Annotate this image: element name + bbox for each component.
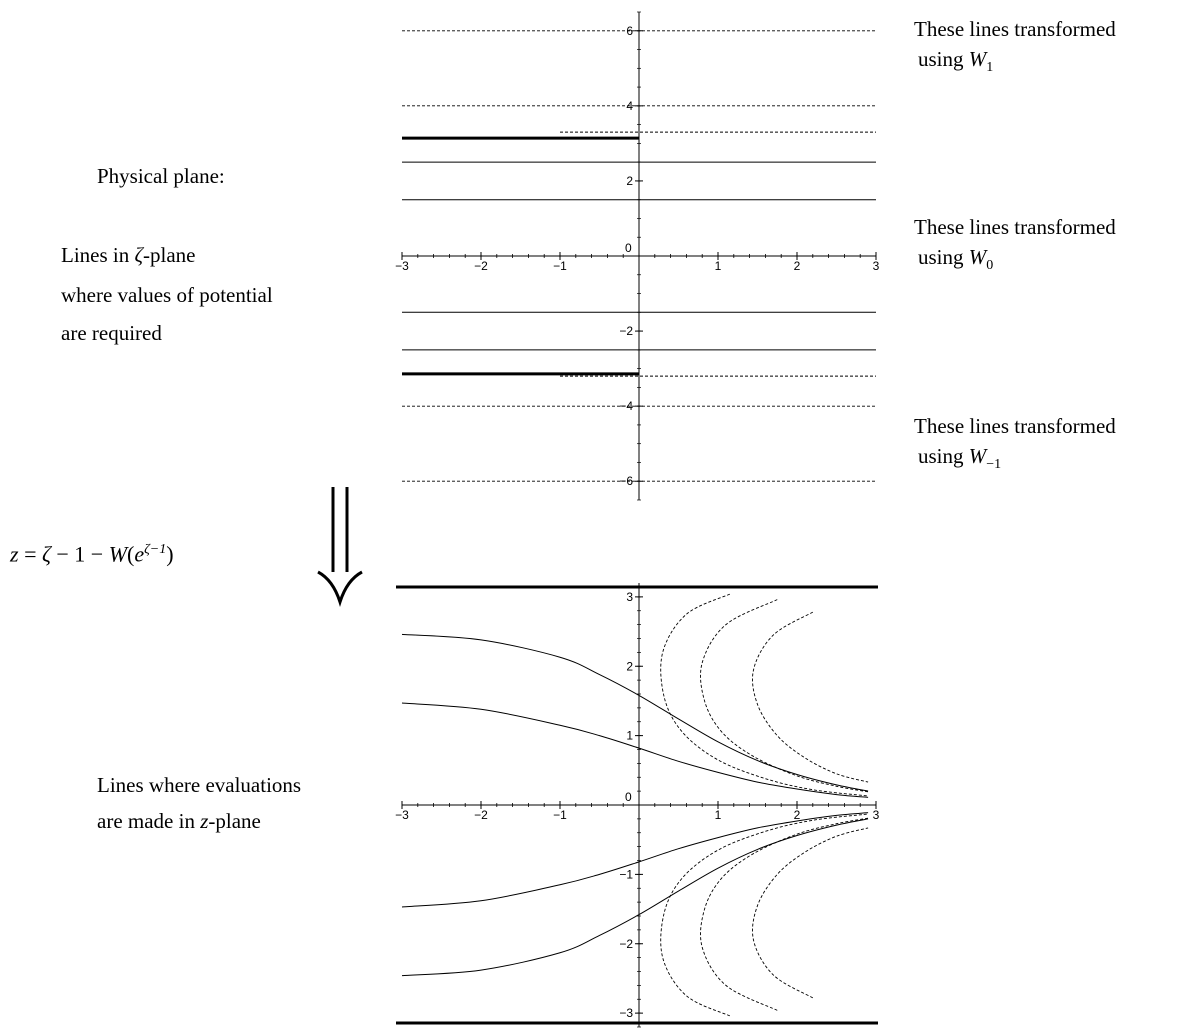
formula-z: z xyxy=(10,541,19,567)
lines-evaluations-label: Lines where evaluations xyxy=(97,770,301,800)
dashed-curve xyxy=(660,593,869,797)
lines-in-text: Lines in xyxy=(61,243,135,267)
formula-open: ( xyxy=(127,541,135,567)
solid-curve xyxy=(401,702,869,798)
dashed-curve xyxy=(700,599,869,793)
x-tick-label: −3 xyxy=(395,808,409,822)
where-values-label: where values of potential xyxy=(61,280,273,310)
y-tick-label: −6 xyxy=(619,474,633,488)
y-tick-label: −1 xyxy=(619,867,633,881)
right-label-w1-line2: using W1 xyxy=(914,44,1116,83)
x-tick-label: 3 xyxy=(873,808,880,822)
lines-zeta-plane-label: Lines in ζ-plane xyxy=(61,240,196,270)
x-tick-label: 0 xyxy=(625,790,632,804)
y-tick-label: −2 xyxy=(619,324,633,338)
y-tick-label: 1 xyxy=(626,729,633,743)
formula-eq: = xyxy=(18,541,42,567)
x-tick-label: 2 xyxy=(794,259,801,273)
are-required-text: are required xyxy=(61,321,162,345)
w-symbol: W xyxy=(968,444,987,468)
x-tick-label: 1 xyxy=(715,808,722,822)
transform-formula: z = ζ − 1 − W(eζ−1) xyxy=(10,535,174,569)
formula-e: e xyxy=(134,541,145,567)
dashed-curve xyxy=(752,611,869,783)
x-tick-label: −2 xyxy=(474,808,488,822)
using-text: using xyxy=(918,245,964,269)
right-label-wm1-line2: using W−1 xyxy=(914,441,1116,480)
double-down-arrow-icon xyxy=(317,487,363,607)
x-tick-label: 0 xyxy=(625,241,632,255)
right-label-wm1: These lines transformed using W−1 xyxy=(914,411,1116,480)
physical-plane-label: Physical plane: xyxy=(97,161,225,191)
solid-curve xyxy=(401,633,869,792)
formula-W: W xyxy=(108,541,128,567)
w-symbol: W xyxy=(968,245,987,269)
x-tick-label: 1 xyxy=(715,259,722,273)
solid-curve xyxy=(401,818,869,977)
using-text: using xyxy=(918,47,964,71)
w-subscript: 1 xyxy=(986,60,994,76)
z-plane-label: are made in z-plane xyxy=(97,806,261,836)
y-tick-label: 3 xyxy=(626,590,633,604)
y-tick-label: −2 xyxy=(619,937,633,951)
w-symbol: W xyxy=(968,47,987,71)
formula-mid: − 1 − xyxy=(50,541,109,567)
right-label-w1-line1: These lines transformed xyxy=(914,17,1116,41)
formula-exponent: ζ−1 xyxy=(144,542,167,557)
plane-text: -plane xyxy=(143,243,196,267)
right-label-w0-line2: using W0 xyxy=(914,242,1116,281)
formula-zeta: ζ xyxy=(41,541,51,567)
right-label-wm1-line1: These lines transformed xyxy=(914,414,1116,438)
z-symbol: z xyxy=(200,809,209,833)
x-tick-label: 2 xyxy=(794,808,801,822)
dashed-curve xyxy=(660,813,869,1017)
z-plane-text: -plane xyxy=(208,809,261,833)
x-tick-label: −3 xyxy=(395,259,409,273)
x-tick-label: 3 xyxy=(873,259,880,273)
y-tick-label: −4 xyxy=(619,399,633,413)
x-tick-label: −1 xyxy=(553,259,567,273)
y-tick-label: 2 xyxy=(626,174,633,188)
are-required-label: are required xyxy=(61,318,162,348)
z-plane-plot: −3 −2 −1 0 1 2 3 3 2 1 −1 −2 −3 xyxy=(395,583,880,1028)
dashed-curve xyxy=(752,827,869,999)
x-tick-label: −2 xyxy=(474,259,488,273)
physical-plane-text: Physical plane: xyxy=(97,164,225,188)
solid-curve xyxy=(401,812,869,908)
where-values-text: where values of potential xyxy=(61,283,273,307)
w-subscript: −1 xyxy=(986,457,1002,473)
made-in-text: are made in xyxy=(97,809,201,833)
formula-close: ) xyxy=(166,541,174,567)
w-subscript: 0 xyxy=(986,258,994,274)
y-tick-label: 2 xyxy=(626,659,633,673)
right-label-w0-line1: These lines transformed xyxy=(914,215,1116,239)
right-label-w0: These lines transformed using W0 xyxy=(914,212,1116,281)
dashed-curve xyxy=(700,817,869,1011)
lines-evaluations-text: Lines where evaluations xyxy=(97,773,302,797)
right-label-w1: These lines transformed using W1 xyxy=(914,14,1116,83)
using-text: using xyxy=(918,444,964,468)
zeta-symbol: ζ xyxy=(134,243,144,267)
y-tick-label: −3 xyxy=(619,1006,633,1020)
x-tick-label: −1 xyxy=(553,808,567,822)
